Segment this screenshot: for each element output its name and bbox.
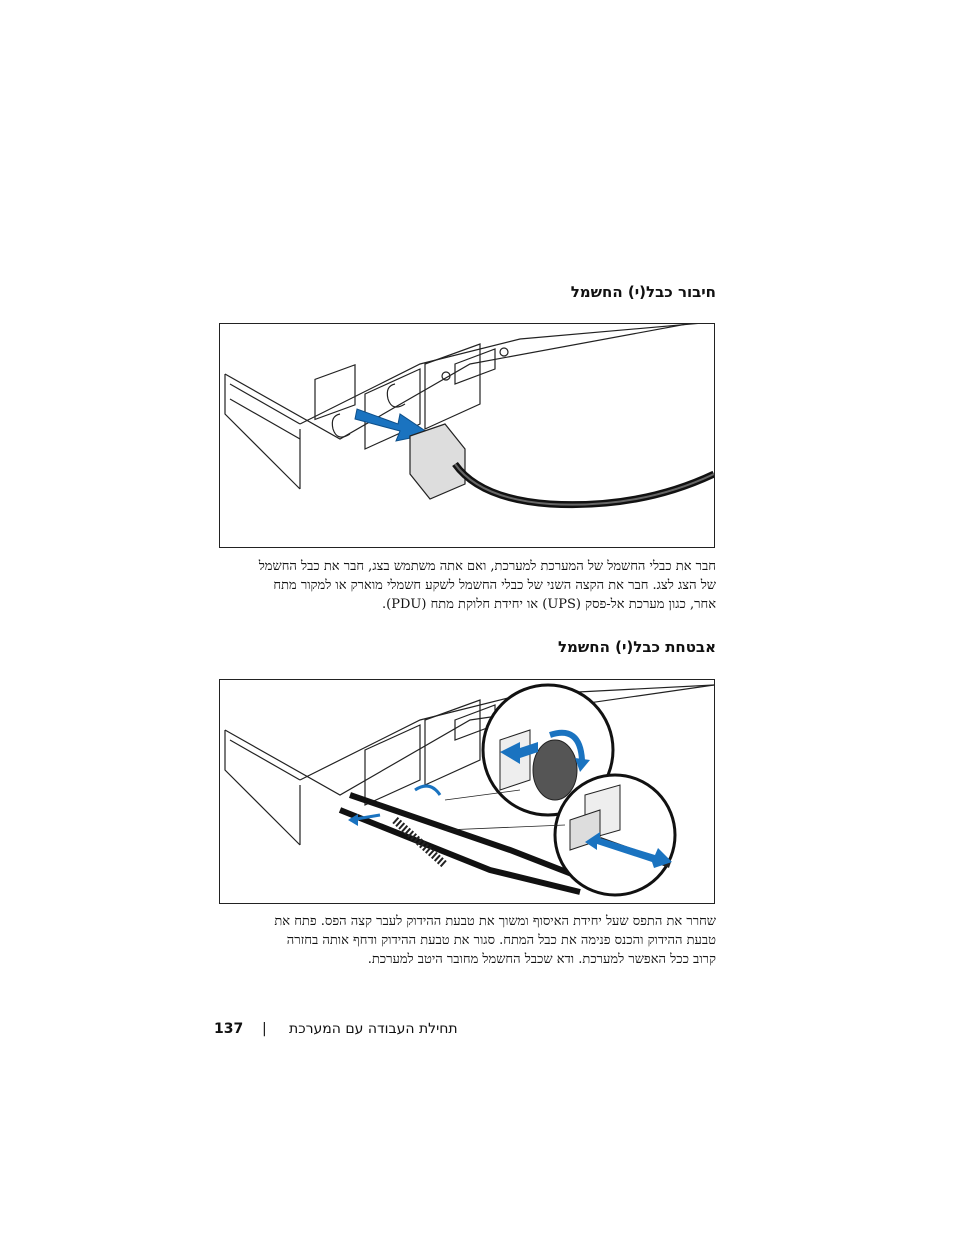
- footer-title: תחילת העבודה עם המערכת: [289, 1021, 458, 1037]
- page-number: 137: [214, 1021, 244, 1037]
- paragraph-connect-power: חבר את כבלי החשמל של המערכת למערכת, ואם …: [212, 557, 716, 614]
- figure-secure-power-cable: [219, 679, 715, 904]
- section-heading-connect-power: חיבור כבל(י) החשמל: [570, 283, 716, 301]
- figure-connect-power-cable: [219, 323, 715, 548]
- paragraph-secure-power: שחרר את התפס שעל יחידת האיסוף ומשוך את ט…: [212, 912, 716, 969]
- text-line: של הצג לצג. חבר את הקצה השני של כבלי החש…: [273, 578, 716, 593]
- text-line: טבעת ההידוק והכנס פנימה את כבל המתח. סגו…: [286, 933, 716, 948]
- text-line: שחרר את התפס שעל יחידת האיסוף ומשוך את ט…: [274, 914, 716, 929]
- section-heading-secure-power: אבטחת כבל(י) החשמל: [557, 638, 716, 656]
- slide-arrow-icon: [585, 832, 672, 868]
- footer-separator: |: [262, 1021, 267, 1037]
- rotate-arrow-icon: [549, 729, 585, 761]
- pull-arrow-icon: [500, 742, 538, 764]
- illustration-connect-power: [224, 324, 714, 509]
- text-line: קרוב ככל האפשר למערכת. ודא שכבל החשמל מח…: [367, 952, 716, 967]
- illustration-secure-power: [224, 683, 714, 897]
- text-line: חבר את כבלי החשמל של המערכת למערכת, ואם …: [258, 559, 716, 574]
- chassis-side: [224, 374, 301, 490]
- insert-arrow-icon: [354, 408, 432, 442]
- text-line: אחר, כגון מערכת אל-פסק (UPS) או יחידת חל…: [382, 597, 716, 612]
